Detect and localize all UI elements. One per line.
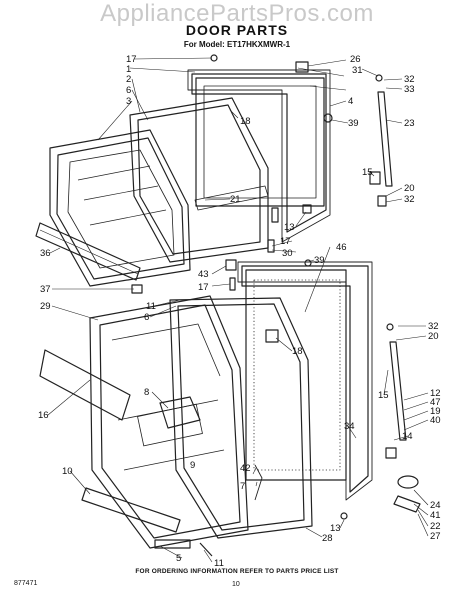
callout: 1 [126,64,131,75]
refrigerator-outer-door [237,261,373,501]
callout: 13 [284,222,295,233]
callout: 15 [378,390,389,401]
callout: 17 [126,54,137,65]
hinge-cover-26 [295,61,309,73]
callout: 6 [126,85,131,96]
refrigerator-gasket [169,297,313,539]
upper-hinge-bar [369,74,393,207]
callout: 41 [430,510,441,521]
callout: 36 [40,248,51,259]
callout: 16 [38,410,49,421]
callout: 7 [240,481,245,492]
callout: 28 [322,533,333,544]
callout: 43 [198,269,209,280]
callout: 24 [430,500,441,511]
callout: 40 [430,415,441,426]
callout: 17 [280,236,291,247]
callout: 32 [404,194,415,205]
callout: 39 [314,255,325,266]
callout: 27 [430,531,441,542]
screw-17b [229,277,236,291]
callout: 31 [352,65,363,76]
page-number: 10 [232,581,240,588]
callout: 29 [40,301,51,312]
screw-30 [267,239,275,253]
callout: 12 [430,388,441,399]
watermark: AppliancePartsPros.com [100,0,374,27]
bracket-13 [302,204,312,214]
callout: 22 [430,521,441,532]
callout: 6 [144,312,149,323]
callout: 23 [404,118,415,129]
callout: 46 [336,242,347,253]
latch-42 [248,464,270,501]
callout: 19 [430,406,441,417]
footer-note: FOR ORDERING INFORMATION REFER TO PARTS … [135,568,339,575]
screw-13 [271,207,279,223]
callout: 18 [292,346,303,357]
callout: 20 [428,331,439,342]
hinge-bracket-18 [265,329,279,343]
callout: 26 [350,54,361,65]
handle-cap-24 [397,475,419,489]
callout: 18 [240,116,251,127]
callout: 9 [190,460,195,471]
callout: 10 [62,466,73,477]
callout: 11 [214,558,224,569]
callout: 33 [404,84,415,95]
cap-39 [323,113,333,123]
callout: 20 [404,183,415,194]
freezer-shelf-bar [35,222,141,281]
screw-39 [304,259,312,267]
bracket-5 [154,539,191,549]
callout: 30 [282,248,293,259]
callout: 39 [348,118,359,129]
callout: 17 [198,282,209,293]
screw-13b [340,512,348,520]
dairy-door-8 [159,396,201,429]
refrigerator-door-liner [89,295,249,549]
callout: 13 [330,523,341,534]
callout: 32 [404,74,415,85]
callout: 37 [40,284,51,295]
lower-hinge-bar [385,323,407,459]
callout-labels: 17 1 2 6 3 36 37 29 16 8 10 9 5 21 18 43… [38,54,441,569]
door-shelf-16 [39,349,131,421]
callout: 21 [230,194,241,205]
callout: 5 [176,553,181,564]
breaker-strip [194,185,269,211]
freezer-outer-door [187,69,331,243]
callout: 8 [144,387,149,398]
callout: 34 [344,421,355,432]
callout: 11 [146,301,156,312]
callout: 42 [240,463,251,474]
model-line: For Model: ET17HKXMWR-1 [183,40,291,49]
screw-11 [199,542,213,557]
callout: 3 [126,96,131,107]
callout: 2 [126,74,131,85]
drawing-code: 877471 [14,580,38,587]
bracket-43 [225,259,237,271]
callout: 32 [428,321,439,332]
callout: 47 [430,397,441,408]
callout: 14 [402,431,413,442]
handle-base-22 [393,495,421,513]
callout: 4 [348,96,353,107]
callout: 15 [362,167,373,178]
leader-lines [47,57,429,563]
bottom-shelf-10 [81,487,181,533]
freezer-door-liner [49,129,191,287]
page-title: DOOR PARTS [185,22,289,38]
